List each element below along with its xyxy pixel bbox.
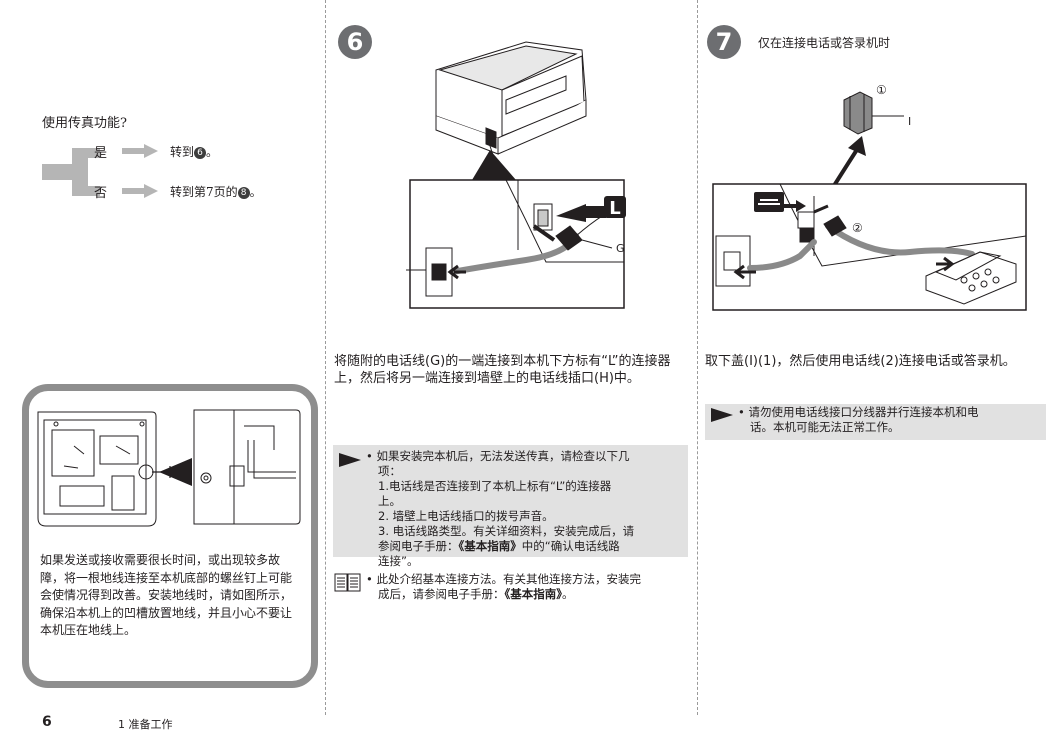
ground-wire-note: 如果发送或接收需要很长时间，或出现较多故障，将一根地线连接至本机底部的螺丝钉上可… [40,553,293,637]
step-6-ref-icon: 6 [194,147,207,159]
step-7-note-box [705,404,1046,440]
column-divider-right [697,0,698,715]
fax-question: 使用传真功能? [42,116,127,131]
step-7-badge: 7 [707,25,741,59]
step-7-note: • 请勿使用电话线接口分线器并行连接本机和电 话。本机可能无法正常工作。 [738,405,979,434]
chapter-title: 1 准备工作 [118,718,173,731]
no-label: 否 [94,186,108,201]
note-pointer-icon [339,453,361,467]
step-7-connection-illustration: ① I ② [712,83,1027,311]
step-6-info: • 此处介绍基本连接方法。有关其他连接方法，安装完 成后，请参阅电子手册：《基本… [366,572,641,601]
ground-wire-frame [22,384,318,688]
step-6-instruction: 将随附的电话线(G)的一端连接到本机下方标有“L”的连接器上，然后将另一端连接到… [334,354,671,386]
step-7-instruction: 取下盖(I)(1)，然后使用电话线(2)连接电话或答录机。 [705,354,1016,369]
step-6-note-box [333,445,688,557]
manual-book-icon [334,573,361,592]
connector-l-label: L [609,198,620,219]
step-8-ref-icon: 8 [237,187,250,199]
step-6-note: • 如果安装完本机后，无法发送传真，请检查以下几 项： 1.电话线是否连接到了本… [366,449,635,568]
page-number: 6 [42,714,52,730]
ground-wire-illustration [37,409,301,527]
label-circle-1: ① [876,83,887,97]
column-divider-left [325,0,326,715]
arrow-right-icon [122,184,158,198]
note-pointer-icon [711,408,733,422]
label-i: I [908,115,911,128]
step-6-badge: 6 [338,25,372,59]
yes-label: 是 [94,146,108,161]
label-g: G [616,242,625,255]
arrow-right-icon [122,144,158,158]
step-7-heading: 仅在连接电话或答录机时 [758,36,891,50]
label-circle-2: ② [852,221,863,235]
step-6-connection-illustration: L G H [406,41,626,309]
